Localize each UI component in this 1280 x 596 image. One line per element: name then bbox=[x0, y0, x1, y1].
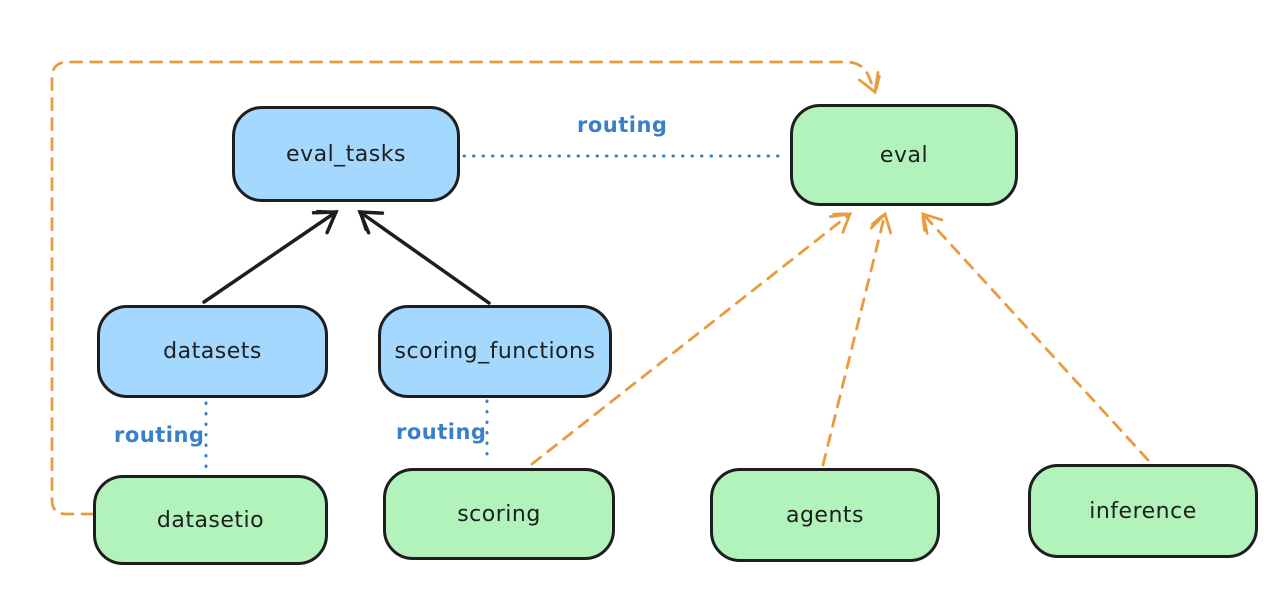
node-eval-label: eval bbox=[879, 142, 929, 168]
edge-inference-to-eval bbox=[921, 211, 1150, 462]
edge-label-routing-scoring_functions-scoring: routing bbox=[396, 420, 487, 444]
edge-label-routing-datasets-datasetio: routing bbox=[114, 423, 205, 447]
node-datasets-label: datasets bbox=[163, 339, 262, 364]
node-datasets: datasets bbox=[97, 305, 328, 398]
node-inference-label: inference bbox=[1089, 498, 1197, 524]
node-scoring_functions-label: scoring_functions bbox=[394, 339, 596, 364]
edge-scoring-to-eval bbox=[530, 212, 853, 466]
edge-label-routing-eval_tasks-eval: routing bbox=[577, 113, 668, 137]
edge-scoring_functions-to-eval_tasks bbox=[357, 210, 491, 305]
node-datasetio: datasetio bbox=[93, 475, 328, 565]
node-scoring: scoring bbox=[383, 468, 615, 560]
node-datasetio-label: datasetio bbox=[156, 507, 265, 533]
node-inference: inference bbox=[1028, 464, 1258, 558]
node-eval_tasks-label: eval_tasks bbox=[286, 141, 406, 167]
node-eval: eval bbox=[790, 104, 1018, 206]
node-eval_tasks: eval_tasks bbox=[232, 106, 460, 202]
node-agents-label: agents bbox=[785, 502, 864, 528]
edge-datasets-to-eval_tasks bbox=[202, 209, 339, 304]
node-agents: agents bbox=[710, 468, 940, 562]
edge-agents-to-eval bbox=[821, 211, 893, 467]
node-scoring_functions: scoring_functions bbox=[378, 305, 612, 398]
edge-datasetio-to-eval bbox=[50, 60, 881, 516]
node-scoring-label: scoring bbox=[457, 501, 541, 527]
